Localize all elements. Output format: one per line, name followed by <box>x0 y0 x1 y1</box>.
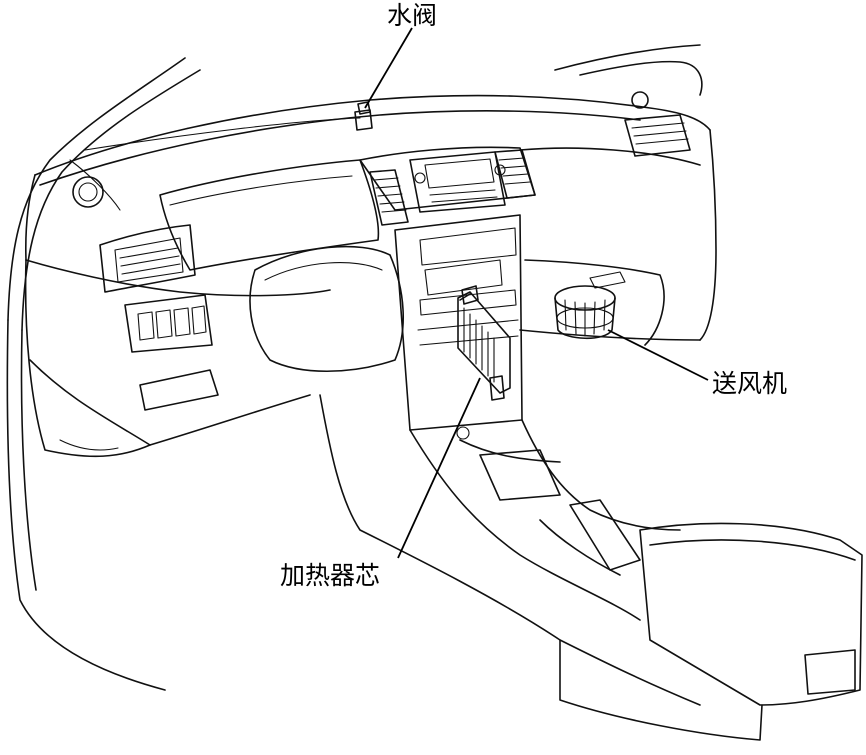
dash-lower-left <box>24 259 331 458</box>
water-valve-part <box>354 101 373 131</box>
instrument-hood <box>72 159 380 293</box>
water-valve-leader <box>364 27 413 109</box>
windshield-frame <box>6 44 703 691</box>
heater-core-label: 加热器芯 <box>280 561 380 590</box>
water-valve-label: 水阀 <box>387 1 437 30</box>
steering-column-opening <box>249 245 404 373</box>
blower-label: 送风机 <box>712 369 787 398</box>
heater-core-part <box>457 285 511 401</box>
blower-leader <box>607 329 709 381</box>
leader-lines <box>364 27 709 559</box>
blower-part <box>554 285 616 340</box>
dashboard-top <box>25 94 717 341</box>
center-stack <box>359 146 536 431</box>
center-console <box>319 394 863 741</box>
dash-right <box>519 91 701 346</box>
heater-core-leader <box>397 377 481 559</box>
